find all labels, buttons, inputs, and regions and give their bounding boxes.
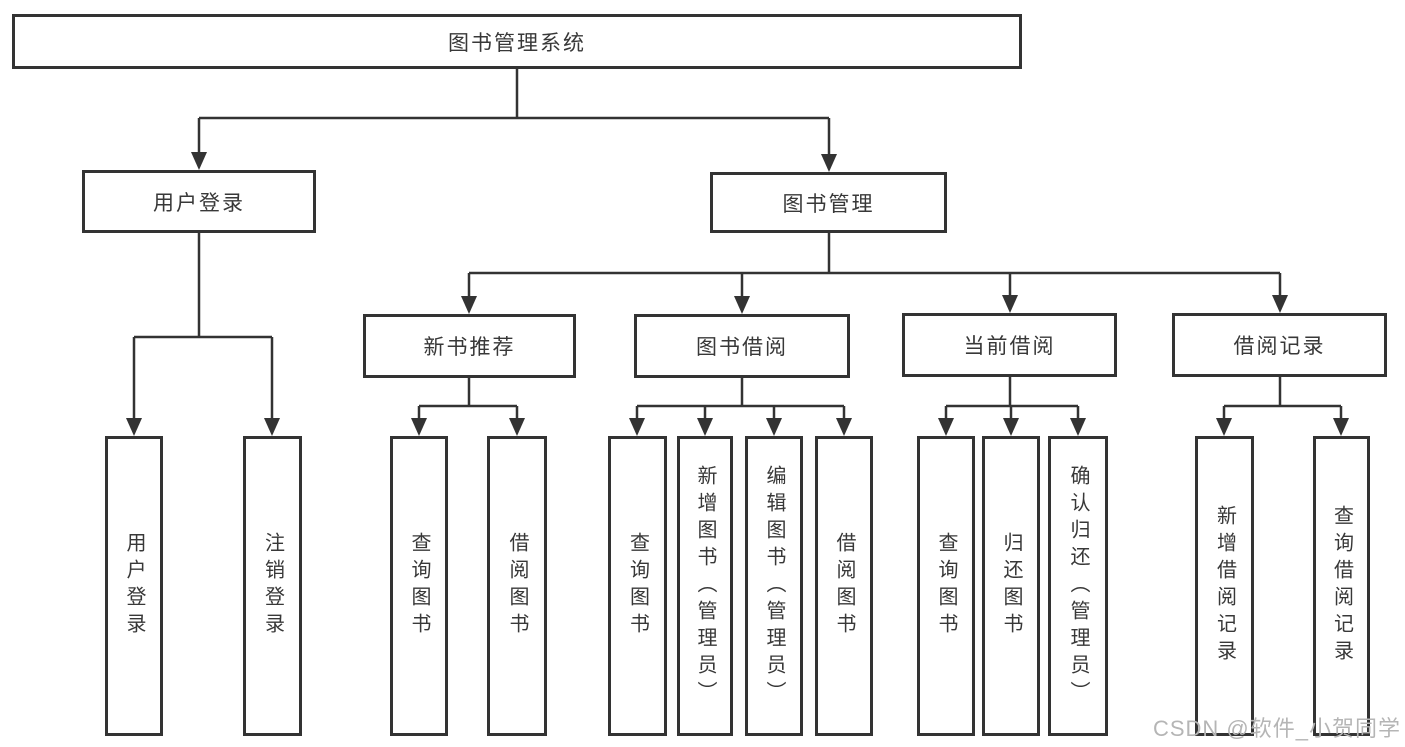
arrowhead-icon bbox=[1002, 295, 1018, 313]
leaf-confirm-return-admin-label: 确认归还（管理员） bbox=[1067, 464, 1089, 708]
node-book-borrow: 图书借阅 bbox=[634, 314, 850, 378]
leaf-borrow-query-books-label: 查询图书 bbox=[626, 532, 649, 640]
leaf-return-books: 归还图书 bbox=[982, 436, 1040, 736]
leaf-add-books-admin: 新增图书（管理员） bbox=[677, 436, 733, 736]
leaf-add-borrow-record: 新增借阅记录 bbox=[1195, 436, 1254, 736]
node-book-management: 图书管理 bbox=[710, 172, 947, 233]
node-current-borrow: 当前借阅 bbox=[902, 313, 1117, 377]
node-borrow-records: 借阅记录 bbox=[1172, 313, 1387, 377]
arrowhead-icon bbox=[264, 418, 280, 436]
node-user-login-label: 用户登录 bbox=[153, 191, 245, 215]
arrowhead-icon bbox=[411, 418, 427, 436]
arrowhead-icon bbox=[126, 418, 142, 436]
arrowhead-icon bbox=[191, 152, 207, 170]
leaf-add-books-admin-label: 新增图书（管理员） bbox=[694, 464, 716, 708]
leaf-return-books-label: 归还图书 bbox=[1000, 532, 1022, 640]
leaf-recommend-query-books: 查询图书 bbox=[390, 436, 448, 736]
node-new-book-recommend: 新书推荐 bbox=[363, 314, 576, 378]
leaf-query-borrow-record-label: 查询借阅记录 bbox=[1330, 505, 1353, 667]
connector-book-borrow-children bbox=[635, 378, 846, 422]
connector-borrow-records-children bbox=[1222, 377, 1343, 422]
leaf-current-query-books: 查询图书 bbox=[917, 436, 975, 736]
node-borrow-records-label: 借阅记录 bbox=[1233, 335, 1326, 358]
arrowhead-icon bbox=[1070, 418, 1086, 436]
leaf-current-query-books-label: 查询图书 bbox=[935, 532, 957, 640]
node-user-login: 用户登录 bbox=[82, 170, 316, 233]
arrowhead-icon bbox=[1333, 418, 1349, 436]
arrowhead-icon bbox=[766, 418, 782, 436]
leaf-recommend-borrow-books: 借阅图书 bbox=[487, 436, 547, 736]
node-book-management-label: 图书管理 bbox=[782, 192, 875, 216]
leaf-borrow-query-books: 查询图书 bbox=[608, 436, 667, 736]
connector-root-to-level2 bbox=[197, 69, 831, 158]
arrowhead-icon bbox=[938, 418, 954, 436]
node-book-borrow-label: 图书借阅 bbox=[696, 336, 788, 359]
leaf-add-borrow-record-label: 新增借阅记录 bbox=[1213, 505, 1236, 667]
node-new-book-recommend-label: 新书推荐 bbox=[423, 336, 516, 359]
arrowhead-icon bbox=[734, 296, 750, 314]
leaf-user-login: 用户登录 bbox=[105, 436, 163, 736]
arrowhead-icon bbox=[1272, 295, 1288, 313]
connector-current-borrow-children bbox=[944, 377, 1080, 422]
node-root-label: 图书管理系统 bbox=[448, 31, 586, 55]
arrowhead-icon bbox=[509, 418, 525, 436]
leaf-query-borrow-record: 查询借阅记录 bbox=[1313, 436, 1370, 736]
node-root: 图书管理系统 bbox=[12, 14, 1022, 69]
arrowhead-icon bbox=[836, 418, 852, 436]
arrowhead-icon bbox=[629, 418, 645, 436]
leaf-borrow-books-label: 借阅图书 bbox=[833, 532, 855, 640]
leaf-recommend-query-books-label: 查询图书 bbox=[408, 532, 430, 640]
arrowhead-icon bbox=[697, 418, 713, 436]
leaf-borrow-books: 借阅图书 bbox=[815, 436, 873, 736]
connector-book-mgmt-children bbox=[467, 233, 1282, 300]
arrowhead-icon bbox=[461, 296, 477, 314]
leaf-confirm-return-admin: 确认归还（管理员） bbox=[1048, 436, 1108, 736]
connector-new-book-children bbox=[417, 378, 519, 422]
node-current-borrow-label: 当前借阅 bbox=[963, 335, 1056, 358]
leaf-logout: 注销登录 bbox=[243, 436, 302, 736]
connector-user-login-children bbox=[132, 233, 274, 422]
arrowhead-icon bbox=[821, 154, 837, 172]
arrowhead-icon bbox=[1216, 418, 1232, 436]
leaf-edit-books-admin-label: 编辑图书（管理员） bbox=[763, 464, 785, 708]
leaf-edit-books-admin: 编辑图书（管理员） bbox=[745, 436, 803, 736]
leaf-logout-label: 注销登录 bbox=[261, 532, 284, 640]
leaf-recommend-borrow-books-label: 借阅图书 bbox=[506, 532, 528, 640]
watermark: CSDN @软件_小贺同学 bbox=[1152, 716, 1401, 741]
leaf-user-login-label: 用户登录 bbox=[123, 532, 145, 640]
arrowhead-icon bbox=[1003, 418, 1019, 436]
